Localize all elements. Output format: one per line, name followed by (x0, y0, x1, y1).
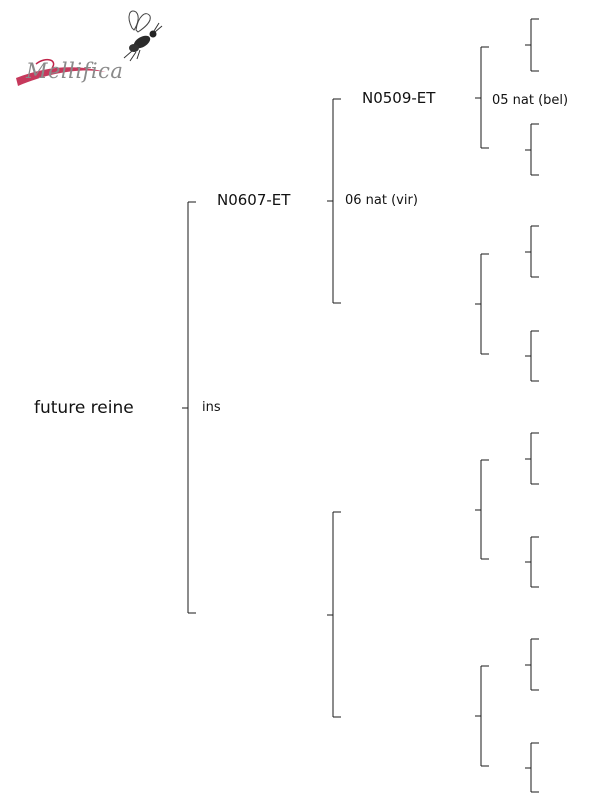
mellifica-logo: Mellifica (6, 6, 176, 96)
grandsire-node-name[interactable]: N0509-ET (362, 89, 436, 107)
root-node-name: future reine (34, 398, 134, 418)
logo-swirl (16, 67, 106, 86)
grandsire-node-info: 05 nat (bel) (492, 93, 569, 108)
tree-connectors (182, 18, 539, 793)
root-node-info: ins (202, 400, 221, 415)
sire-node-name[interactable]: N0607-ET (217, 191, 291, 209)
logo-wordmark: Mellifica (26, 59, 124, 83)
sire-node-info: 06 nat (vir) (345, 193, 418, 208)
bee-icon (16, 10, 163, 86)
